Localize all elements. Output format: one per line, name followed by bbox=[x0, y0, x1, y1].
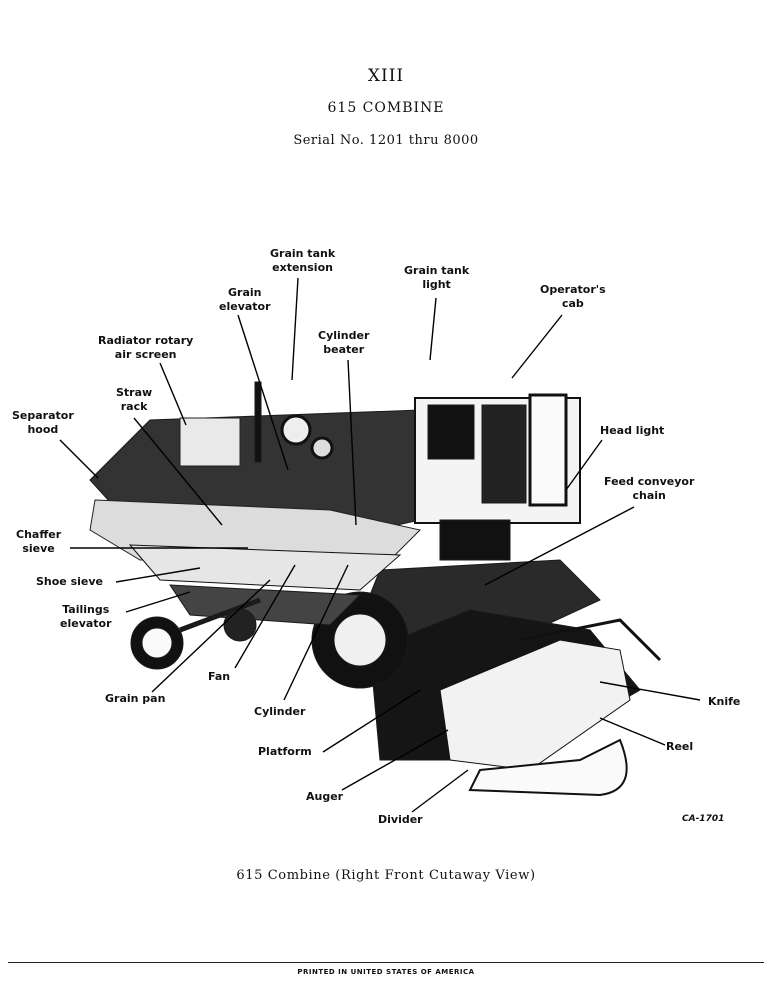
figure-code: CA-1701 bbox=[682, 814, 725, 824]
label-head-light: Head light bbox=[600, 424, 665, 437]
printed-notice: PRINTED IN UNITED STATES OF AMERICA bbox=[297, 968, 475, 976]
label-reel: Reel bbox=[666, 740, 694, 753]
label-grain-pan: Grain pan bbox=[105, 692, 166, 705]
figure-caption: 615 Combine (Right Front Cutaway View) bbox=[236, 868, 536, 883]
label-cylinder: Cylinder bbox=[254, 705, 306, 718]
label-divider: Divider bbox=[378, 813, 423, 826]
label-shoe-sieve: Shoe sieve bbox=[36, 575, 104, 588]
label-fan: Fan bbox=[208, 670, 231, 683]
section-number: XIII bbox=[367, 66, 405, 86]
label-platform: Platform bbox=[258, 745, 312, 758]
serial-range: Serial No. 1201 thru 8000 bbox=[293, 133, 479, 148]
footer-rule bbox=[8, 962, 764, 963]
page-title: 615 COMBINE bbox=[327, 100, 445, 116]
label-auger: Auger bbox=[306, 790, 344, 803]
label-knife: Knife bbox=[708, 695, 741, 708]
